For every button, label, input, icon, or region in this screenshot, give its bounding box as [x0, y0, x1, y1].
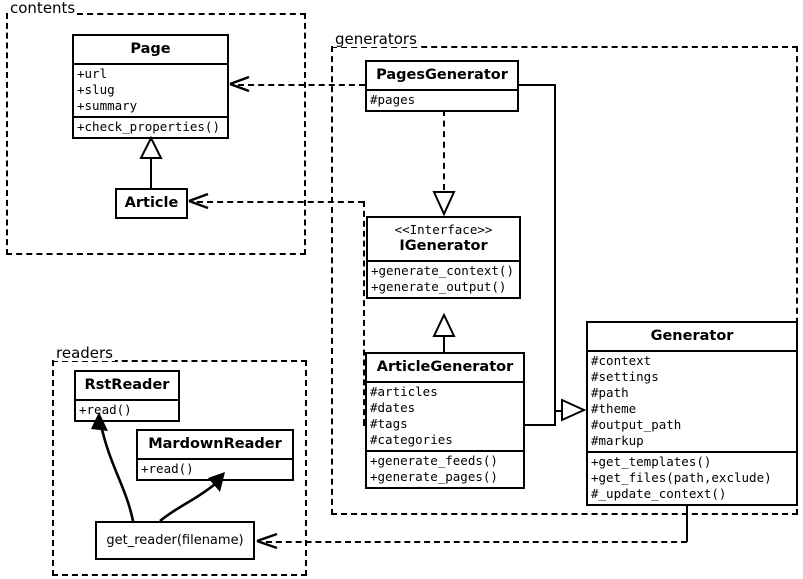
operation: +check_properties()	[77, 119, 220, 134]
class-page-name: Page	[130, 41, 171, 57]
attribute: #tags	[370, 416, 408, 431]
class-generator-name: Generator	[650, 328, 734, 344]
attribute: #theme	[591, 401, 637, 416]
edge-articlegen-depends-article-horizontal	[197, 201, 364, 203]
attribute: #output_path	[591, 417, 682, 432]
edge-pagesgen-to-generator-top	[519, 84, 555, 86]
class-mardown-reader-name: MardownReader	[148, 436, 282, 452]
attribute: #dates	[370, 400, 416, 415]
operation: +generate_output()	[371, 279, 507, 294]
package-generators	[331, 46, 798, 515]
class-mardown-reader[interactable]: MardownReader +read()	[136, 429, 294, 481]
operation: +read()	[79, 402, 132, 417]
edge-articlegen-depends-article-vertical	[363, 201, 365, 425]
attribute: #settings	[591, 369, 659, 384]
attribute: #markup	[591, 433, 644, 448]
class-article-generator-attributes: #articles #dates #tags #categories	[367, 381, 523, 450]
package-generators-label: generators	[333, 30, 419, 48]
class-article-generator-operations: +generate_feeds() +generate_pages()	[367, 450, 523, 487]
attribute: +slug	[77, 82, 115, 97]
package-readers	[52, 360, 307, 576]
class-rst-reader-name: RstReader	[84, 377, 170, 393]
edge-pagesgen-depends-page	[238, 84, 365, 86]
edge-articlegen-to-generator-riser	[554, 410, 556, 426]
edge-article-inherits-page-stem	[150, 156, 152, 189]
operation: +get_templates()	[591, 454, 712, 469]
class-rst-reader[interactable]: RstReader +read()	[74, 370, 180, 422]
class-article-generator-name: ArticleGenerator	[376, 359, 514, 375]
class-generator-operations: +get_templates() +get_files(path,exclude…	[588, 451, 796, 504]
class-igenerator[interactable]: <<Interface>> IGenerator +generate_conte…	[366, 216, 521, 299]
edge-pagesgen-realizes-igenerator-stem	[443, 110, 445, 190]
operation: +generate_pages()	[370, 469, 498, 484]
package-contents	[6, 13, 306, 255]
class-mardown-reader-operations: +read()	[138, 458, 292, 479]
edge-pagesgen-to-generator-bottom	[554, 410, 562, 412]
attribute: +summary	[77, 98, 138, 113]
edge-generator-depends-getreader-horizontal	[266, 541, 687, 543]
attribute: +url	[77, 66, 108, 81]
attribute: #articles	[370, 384, 438, 399]
operation: +generate_feeds()	[370, 453, 498, 468]
class-generator[interactable]: Generator #context #settings #path #them…	[586, 321, 798, 506]
edge-articlegen-to-generator-stub	[525, 424, 556, 426]
edge-articlegen-inherits-igenerator-stem	[443, 335, 445, 353]
attribute: #categories	[370, 432, 453, 447]
operation: +read()	[141, 461, 194, 476]
edge-pagesgen-to-generator-vertical	[554, 84, 556, 410]
class-generator-attributes: #context #settings #path #theme #output_…	[588, 350, 796, 451]
class-article-name: Article	[124, 195, 179, 211]
class-igenerator-operations: +generate_context() +generate_output()	[368, 260, 519, 297]
operation: +generate_context()	[371, 263, 514, 278]
function-get-reader[interactable]: get_reader(filename)	[95, 521, 255, 560]
class-page[interactable]: Page +url +slug +summary +check_properti…	[72, 34, 229, 139]
operation: +get_files(path,exclude)	[591, 470, 772, 485]
package-contents-label: contents	[8, 0, 78, 17]
class-article-generator[interactable]: ArticleGenerator #articles #dates #tags …	[365, 352, 525, 489]
edge-generator-depends-getreader-drop	[686, 503, 688, 542]
class-pages-generator-attributes: #pages	[367, 89, 517, 110]
function-get-reader-label: get_reader(filename)	[106, 533, 244, 548]
attribute: #context	[591, 353, 652, 368]
operation: #_update_context()	[591, 486, 727, 501]
class-article[interactable]: Article	[115, 188, 188, 219]
class-rst-reader-operations: +read()	[76, 399, 178, 420]
class-page-attributes: +url +slug +summary	[74, 63, 227, 116]
attribute: #path	[591, 385, 629, 400]
class-page-operations: +check_properties()	[74, 116, 227, 137]
class-igenerator-name: IGenerator	[399, 238, 488, 254]
package-readers-label: readers	[54, 344, 115, 362]
class-igenerator-stereotype: <<Interface>>	[394, 222, 493, 237]
class-pages-generator-name: PagesGenerator	[376, 67, 508, 83]
class-pages-generator[interactable]: PagesGenerator #pages	[365, 60, 519, 112]
attribute: #pages	[370, 92, 416, 107]
